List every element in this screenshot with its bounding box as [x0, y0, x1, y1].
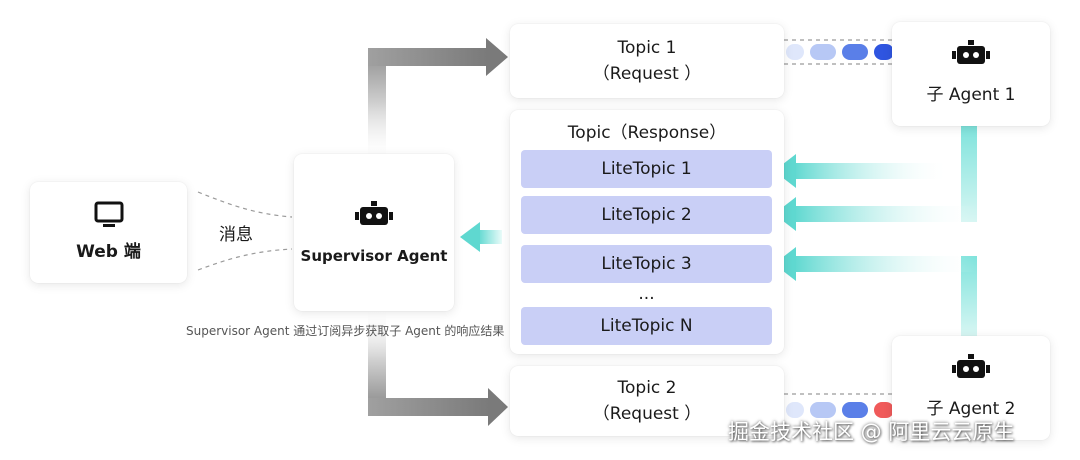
supervisor-agent-label: Supervisor Agent [300, 246, 448, 265]
topic2-message-queue [784, 393, 894, 418]
message-label: 消息 [219, 225, 253, 245]
diagram-caption: Supervisor Agent 通过订阅异步获取子 Agent 的响应结果 [186, 324, 505, 338]
litetopic-item: LiteTopic 1 [521, 150, 772, 188]
web-client-label: Web 端 [76, 241, 141, 262]
topic1-message-queue [784, 39, 894, 65]
message-dashed-lines [197, 191, 293, 271]
supervisor-to-topic2-arrow [368, 312, 508, 426]
topic1-request-node: Topic 1 （Request ） [510, 24, 784, 98]
topic1-subtitle: （Request ） [592, 64, 702, 84]
sub-agent2-label: 子 Agent 2 [926, 399, 1016, 419]
litetopic-item: LiteTopic 3 [521, 245, 772, 283]
robot-icon [952, 354, 990, 378]
topic1-title: Topic 1 [617, 38, 677, 58]
topic2-request-node: Topic 2 （Request ） [510, 366, 784, 436]
supervisor-agent-node: Supervisor Agent [294, 154, 454, 311]
sub-agent2-node: 子 Agent 2 [892, 336, 1050, 440]
supervisor-to-topic1-arrow [368, 38, 508, 158]
litetopic-ellipsis: ... [638, 284, 655, 304]
agent2-to-litetopic3-arrow [774, 247, 977, 336]
topic-response-title: Topic（Response） [567, 123, 727, 143]
agent1-to-litetopic2-arrow [774, 126, 977, 231]
litetopic-item: LiteTopic 2 [521, 196, 772, 234]
topic2-title: Topic 2 [617, 378, 677, 398]
monitor-icon [94, 201, 123, 227]
agent1-to-litetopic1-arrow [774, 154, 950, 188]
watermark-text: 掘金技术社区 @ 阿里云云原生 [728, 420, 1015, 444]
topic2-subtitle: （Request ） [592, 404, 702, 424]
web-client-node: Web 端 [30, 182, 187, 283]
sub-agent1-label: 子 Agent 1 [926, 85, 1016, 105]
robot-icon [355, 200, 393, 225]
sub-agent1-node: 子 Agent 1 [892, 22, 1050, 126]
litetopic-item: LiteTopic N [521, 307, 772, 345]
robot-icon [952, 40, 990, 64]
response-to-supervisor-arrow [460, 222, 502, 252]
